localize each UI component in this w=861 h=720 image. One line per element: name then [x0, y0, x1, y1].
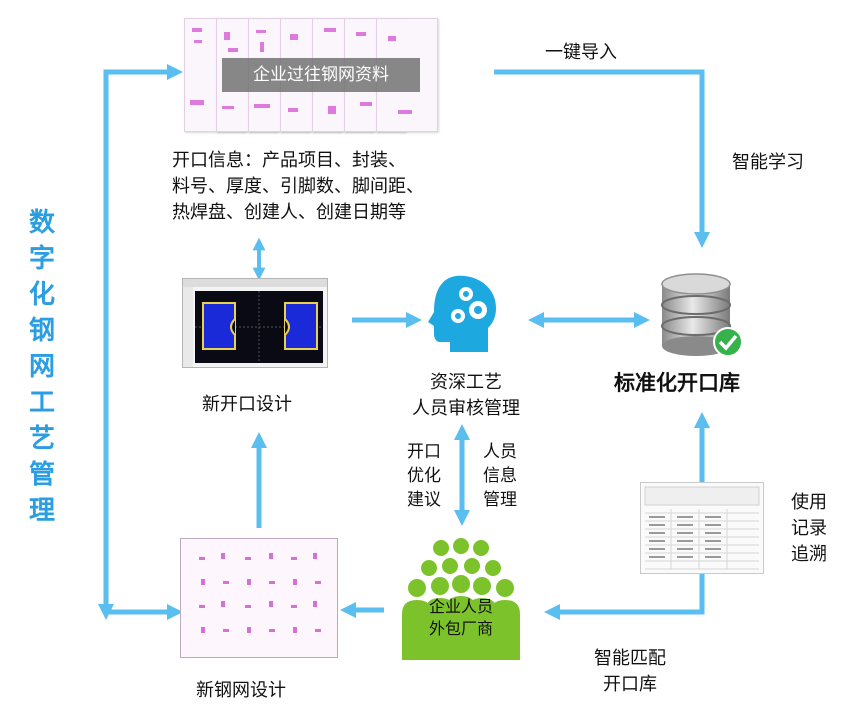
usage-trace-label: 使用 记录 追溯: [784, 490, 834, 568]
side-title: 数 字 化 钢 网 工 艺 管 理: [20, 205, 64, 529]
staff-group-line: 企业人员: [428, 597, 493, 616]
drawing-marks: [190, 28, 412, 114]
opening-optimization-line: 建议: [407, 490, 441, 510]
database-icon: [656, 270, 744, 362]
table-drawing: [644, 486, 760, 570]
new-opening-design-label: 新开口设计: [202, 394, 292, 415]
check-badge-icon: [713, 327, 743, 357]
stencil-layout-screenshot: [180, 538, 338, 658]
expert-review-line: 人员审核管理: [412, 398, 520, 419]
smart-match-line: 开口库: [603, 674, 657, 695]
side-title-char: 理: [28, 496, 55, 526]
opening-optimization-line: 优化: [407, 466, 441, 486]
personnel-info-line: 管理: [483, 490, 517, 510]
cad-drawing: [183, 279, 327, 367]
opening-info-text: 开口信息：产品项目、封装、 料号、厚度、引脚数、脚间距、 热焊盘、创建人、创建日…: [172, 148, 424, 226]
cad-design-screenshot: [182, 278, 328, 368]
legacy-documents-node: 企业过往钢网资料: [184, 18, 438, 132]
smart-match-label: 智能匹配 开口库: [570, 646, 690, 698]
opening-optimization-line: 开口: [407, 442, 441, 462]
smart-learning-label: 智能学习: [732, 152, 804, 173]
side-title-char: 网: [28, 352, 55, 382]
personnel-info-label: 人员 信息 管理: [480, 440, 520, 512]
usage-trace-line: 记录: [791, 518, 827, 539]
staff-group-label: 企业人员 外包厂商: [398, 596, 524, 640]
side-title-char: 艺: [28, 424, 55, 454]
arrow-left-loop-top: [97, 63, 184, 621]
usage-trace-line: 追溯: [791, 544, 827, 565]
people-group-icon: [398, 536, 524, 660]
personnel-info-line: 人员: [483, 442, 517, 462]
personnel-info-line: 信息: [483, 466, 517, 486]
expert-review-label: 资深工艺 人员审核管理: [386, 370, 546, 422]
usage-records-screenshot: [640, 482, 764, 574]
side-title-char: 数: [28, 208, 55, 238]
arrow-import: [494, 69, 711, 249]
opening-info-line: 开口信息：产品项目、封装、: [172, 150, 406, 171]
stencil-drawing: [199, 553, 321, 633]
one-click-import-label: 一键导入: [545, 42, 617, 63]
staff-group-line: 外包厂商: [428, 619, 493, 638]
side-title-char: 字: [28, 244, 55, 274]
legacy-documents-title: 企业过往钢网资料: [222, 58, 420, 92]
new-stencil-design-label: 新钢网设计: [196, 680, 286, 701]
side-title-char: 钢: [28, 316, 55, 346]
opening-optimization-label: 开口 优化 建议: [404, 440, 444, 512]
side-title-char: 管: [28, 460, 55, 490]
usage-trace-line: 使用: [791, 492, 827, 513]
side-title-char: 化: [28, 280, 55, 310]
standard-library-label: 标准化开口库: [614, 371, 740, 395]
side-title-char: 工: [28, 388, 55, 418]
opening-info-line: 料号、厚度、引脚数、脚间距、: [172, 176, 424, 197]
opening-info-line: 热焊盘、创建人、创建日期等: [172, 202, 406, 223]
expert-review-line: 资深工艺: [430, 372, 502, 393]
smart-match-line: 智能匹配: [594, 648, 666, 669]
human-head-gears-icon: [426, 272, 502, 356]
